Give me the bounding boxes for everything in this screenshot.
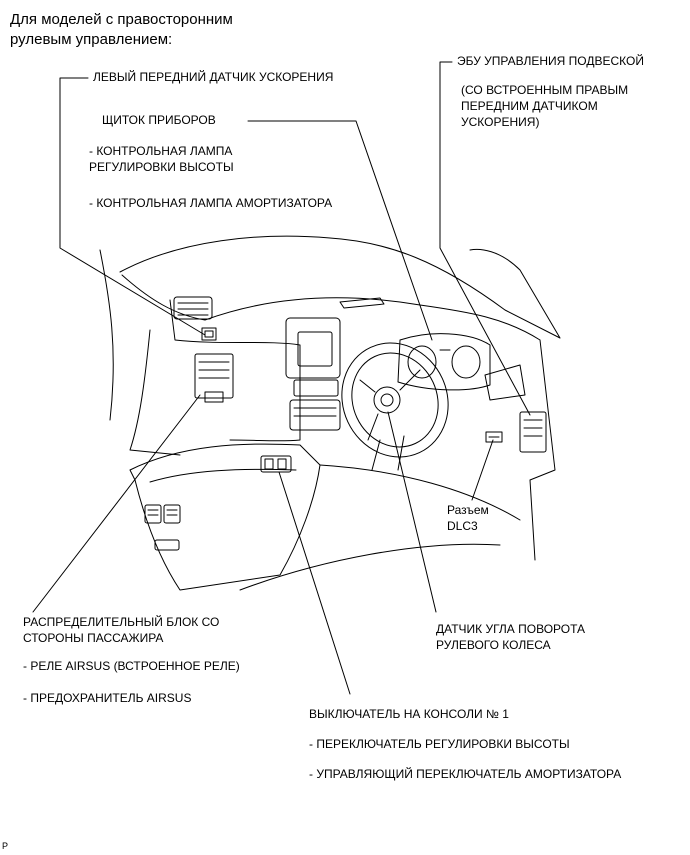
label-absorber-lamp: - КОНТРОЛЬНАЯ ЛАМПА АМОРТИЗАТОРА [89, 196, 333, 210]
label-junction-line1: РАСПРЕДЕЛИТЕЛЬНЫЙ БЛОК СО [23, 615, 220, 629]
windshield-outline [119, 235, 561, 339]
passenger-junction-block [194, 353, 234, 399]
label-ecu-note-line1: (СО ВСТРОЕННЫМ ПРАВЫМ [461, 83, 629, 97]
top-center-vent [339, 297, 385, 309]
left-accel-sensor [201, 327, 217, 341]
dash-right-edge [529, 339, 556, 561]
diagram-title-line1: Для моделей с правосторонним [10, 11, 233, 28]
label-airsus-fuse: - ПРЕДОХРАНИТЕЛЬ AIRSUS [23, 691, 192, 705]
dash-lower-left [129, 329, 181, 456]
diagram-title-line2: рулевым управлением: [10, 31, 173, 48]
leader-dlc3 [471, 439, 494, 501]
label-steering-sensor-line1: ДАТЧИК УГЛА ПОВОРОТА [436, 622, 586, 636]
label-ecu-note-line3: УСКОРЕНИЯ) [461, 115, 540, 129]
label-height-lamp-line1: - КОНТРОЛЬНАЯ ЛАМПА [89, 144, 233, 158]
label-airsus-relay: - РЕЛЕ AIRSUS (ВСТРОЕННОЕ РЕЛЕ) [23, 659, 240, 673]
steering-wheel [341, 342, 449, 458]
leader-junction [32, 394, 201, 613]
label-suspension-ecu: ЭБУ УПРАВЛЕНИЯ ПОДВЕСКОЙ [457, 54, 644, 68]
label-ecu-note-line2: ПЕРЕДНИМ ДАТЧИКОМ [461, 99, 598, 113]
label-dlc3-line1: Разъем [447, 503, 489, 517]
leader-ecu [439, 61, 531, 416]
label-absorber-switch: - УПРАВЛЯЮЩИЙ ПЕРЕКЛЮЧАТЕЛЬ АМОРТИЗАТОРА [309, 767, 622, 781]
console-switch [260, 455, 292, 473]
label-junction-line2: СТОРОНЫ ПАССАЖИРА [23, 631, 164, 645]
rear-vent-left [144, 504, 162, 524]
steering-angle-sensor [373, 386, 401, 414]
leader-left-sensor [59, 77, 206, 336]
label-dlc3-line2: DLC3 [447, 519, 478, 533]
left-vent [173, 296, 213, 320]
floor-console [129, 443, 321, 591]
dash-front-panel [169, 299, 301, 442]
instrument-cluster [397, 333, 491, 391]
left-door-line [99, 249, 114, 421]
corner-mark: P [2, 841, 9, 851]
label-console-switch: ВЫКЛЮЧАТЕЛЬ НА КОНСОЛИ № 1 [309, 707, 509, 721]
leader-console-switch [278, 471, 351, 695]
suspension-ecu [519, 411, 547, 453]
dash-top-curve [121, 274, 541, 341]
rear-vent-right [163, 504, 181, 524]
center-display [297, 331, 333, 367]
label-height-switch: - ПЕРЕКЛЮЧАТЕЛЬ РЕГУЛИРОВКИ ВЫСОТЫ [309, 737, 570, 751]
dlc3-connector [485, 431, 503, 443]
diagram-title: Для моделей с правосторонним рулевым упр… [10, 10, 233, 50]
leader-steering-sensor [387, 411, 437, 613]
leader-cluster [247, 120, 433, 341]
label-instrument-cluster: ЩИТОК ПРИБОРОВ [102, 113, 216, 127]
label-steering-sensor-line2: РУЛЕВОГО КОЛЕСА [436, 638, 551, 652]
label-left-front-accel-sensor: ЛЕВЫЙ ПЕРЕДНИЙ ДАТЧИК УСКОРЕНИЯ [93, 70, 334, 84]
center-stack [285, 317, 341, 379]
label-height-lamp-line2: РЕГУЛИРОВКИ ВЫСОТЫ [89, 160, 234, 174]
